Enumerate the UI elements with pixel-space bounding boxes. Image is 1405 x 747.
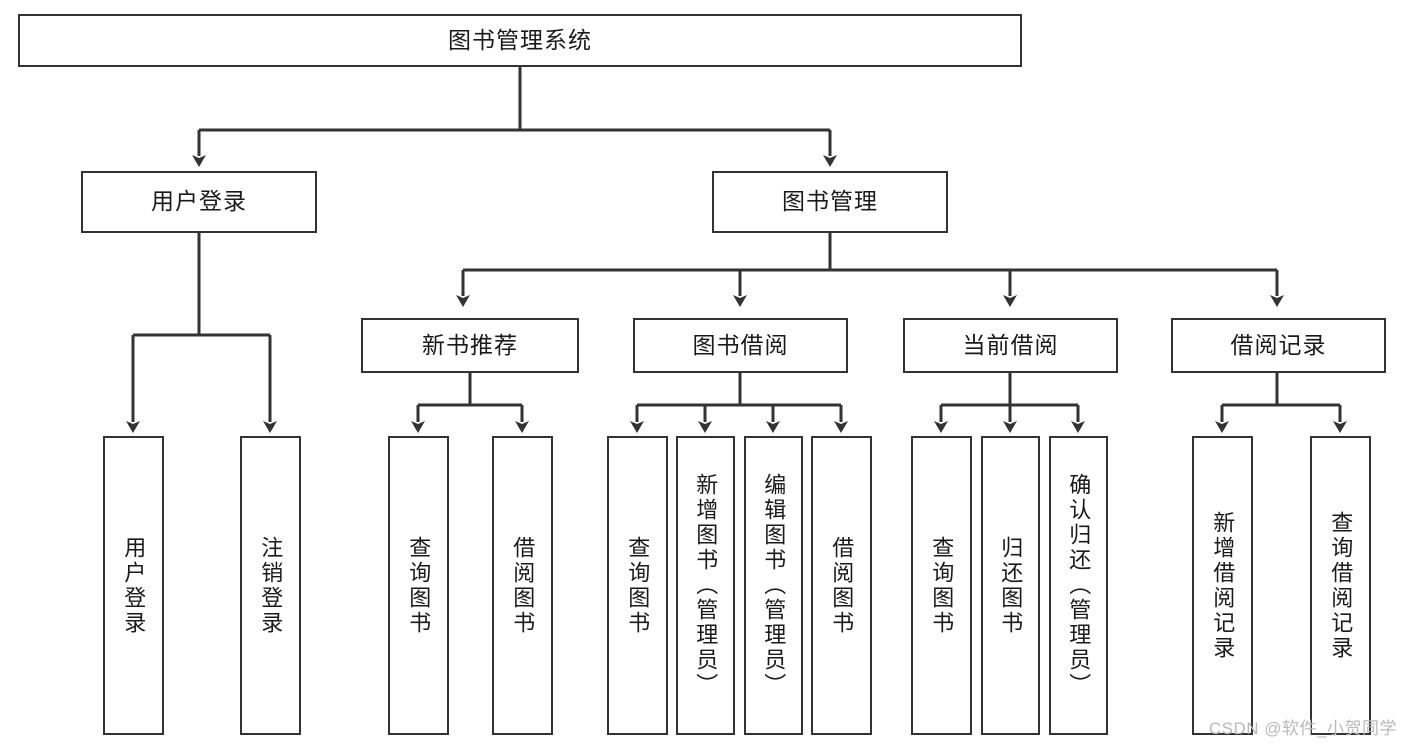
node-leaf-borrow-book[interactable]: 借阅图书 (811, 436, 872, 735)
node-leaf-confirm-return-admin[interactable]: 确认归还（管理员） (1049, 436, 1108, 735)
node-label: 图书管理系统 (448, 26, 592, 53)
node-leaf-borrow-book-recommend[interactable]: 借阅图书 (492, 436, 553, 735)
node-new-book-recommend[interactable]: 新书推荐 (361, 318, 579, 373)
node-label: 查询图书 (625, 535, 651, 636)
node-label: 图书借阅 (692, 331, 789, 358)
node-label: 查询借阅记录 (1328, 510, 1354, 661)
node-label: 归还图书 (998, 535, 1024, 636)
csdn-watermark: CSDN @软件_小贺同学 (1208, 719, 1397, 738)
node-leaf-query-book-recommend[interactable]: 查询图书 (388, 436, 449, 735)
node-label: 借阅图书 (829, 535, 855, 636)
node-current-borrow[interactable]: 当前借阅 (903, 318, 1118, 373)
node-leaf-query-book-current[interactable]: 查询图书 (911, 436, 972, 735)
node-label: 借阅图书 (510, 535, 536, 636)
node-label: 查询图书 (406, 535, 432, 636)
node-leaf-add-book-admin[interactable]: 新增图书（管理员） (676, 436, 735, 735)
node-leaf-user-login[interactable]: 用户登录 (103, 436, 164, 735)
node-label: 确认归还（管理员） (1066, 473, 1092, 698)
node-leaf-add-borrow-record[interactable]: 新增借阅记录 (1192, 436, 1253, 735)
node-label: 新书推荐 (422, 331, 518, 358)
node-label: 用户登录 (121, 535, 147, 636)
node-leaf-query-borrow-record[interactable]: 查询借阅记录 (1310, 436, 1371, 735)
node-label: 当前借阅 (962, 331, 1059, 358)
node-user-login[interactable]: 用户登录 (81, 171, 317, 233)
node-leaf-return-book[interactable]: 归还图书 (981, 436, 1040, 735)
node-label: 借阅记录 (1230, 331, 1327, 358)
node-leaf-logout-login[interactable]: 注销登录 (240, 436, 301, 735)
node-label: 编辑图书（管理员） (761, 473, 787, 698)
node-book-borrow[interactable]: 图书借阅 (633, 318, 848, 373)
node-label: 用户登录 (151, 188, 247, 215)
node-leaf-query-book-borrow[interactable]: 查询图书 (607, 436, 668, 735)
node-label: 新增图书（管理员） (693, 473, 719, 698)
node-label: 新增借阅记录 (1210, 510, 1236, 661)
node-label: 图书管理 (782, 188, 878, 215)
node-leaf-edit-book-admin[interactable]: 编辑图书（管理员） (744, 436, 803, 735)
node-label: 查询图书 (929, 535, 955, 636)
node-root-book-management-system[interactable]: 图书管理系统 (18, 14, 1022, 67)
node-book-management[interactable]: 图书管理 (712, 171, 948, 233)
node-borrow-record[interactable]: 借阅记录 (1171, 318, 1386, 373)
node-label: 注销登录 (258, 535, 284, 636)
